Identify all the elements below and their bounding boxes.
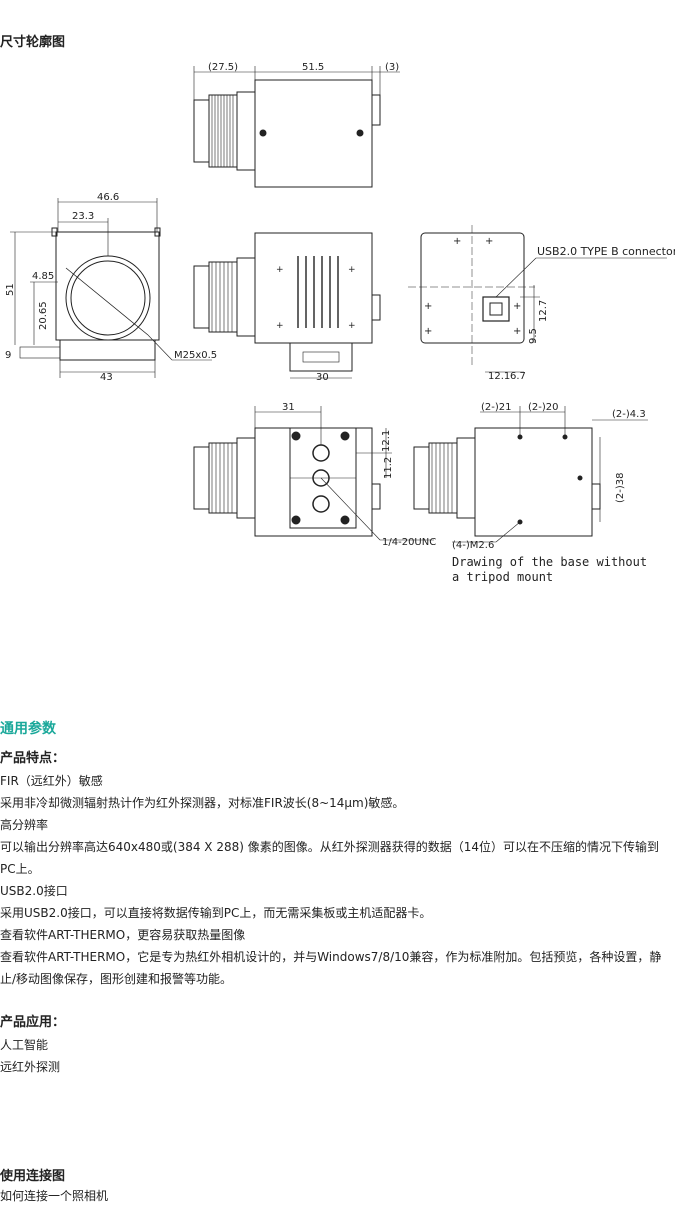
svg-text:+: + — [513, 301, 521, 312]
feature-line: 查看软件ART-THERMO，它是专为热红外相机设计的，并与Windows7/8… — [0, 950, 662, 986]
dim-text: (2-)21 — [481, 402, 512, 413]
usb-connector-label: USB2.0 TYPE B connector — [537, 245, 675, 258]
dim-text: 23.3 — [72, 211, 94, 222]
connection-title: 使用连接图 — [0, 1169, 66, 1184]
dim-text: 9.5 — [528, 328, 539, 344]
svg-text:+: + — [424, 301, 432, 312]
feature-line: 查看软件ART-THERMO，更容易获取热量图像 — [0, 928, 246, 942]
dim-text: 11.2 — [383, 457, 394, 479]
dim-text: 12.7 — [538, 300, 549, 322]
feature-line: FIR（远红外）敏感 — [0, 774, 103, 788]
dim-text: 51.5 — [302, 62, 324, 73]
features-block: 产品特点： FIR（远红外）敏感 采用非冷却微测辐射热计作为红外探测器，对标准F… — [0, 748, 675, 990]
applications-title: 产品应用： — [0, 1015, 66, 1030]
base-note-line-1: Drawing of the base without — [452, 555, 647, 569]
dim-text: 30 — [316, 372, 329, 383]
dim-text: 20.65 — [38, 301, 49, 330]
svg-text:+: + — [513, 326, 521, 337]
bottom-view: 1/4-20UNC 31 12.1 11.2 — [193, 402, 436, 548]
base-view: (2-)21 (2-)20 (2-)4.3 (2-)38 (4-)M2.6 Dr… — [413, 402, 648, 584]
dim-text: 46.6 — [97, 192, 119, 203]
dim-text: 51 — [5, 283, 16, 296]
feature-line: 高分辨率 — [0, 818, 49, 832]
side-view: + + + + 30 — [193, 232, 381, 383]
dim-text: (2-)38 — [615, 473, 626, 504]
svg-text:+: + — [453, 236, 461, 247]
svg-text:+: + — [485, 236, 493, 247]
dim-text: 6.7 — [510, 371, 526, 382]
dim-text: (3) — [385, 62, 399, 73]
dimension-drawing: (27.5) 51.5 (3) 46.6 23.3 51 4.85 20.65 … — [0, 55, 675, 595]
general-params-title: 通用参数 — [0, 721, 56, 737]
dim-text: 9 — [5, 350, 11, 361]
dim-text: (2-)20 — [528, 402, 559, 413]
applications-block: 产品应用： 人工智能 远红外探测 — [0, 1012, 675, 1078]
svg-text:+: + — [276, 321, 284, 331]
dim-text: 4.85 — [32, 271, 54, 282]
svg-text:+: + — [348, 321, 356, 331]
features-title: 产品特点： — [0, 751, 66, 766]
back-view: + + + + + + USB2.0 TYPE B connector 12.7… — [408, 225, 675, 382]
application-line: 远红外探测 — [0, 1060, 61, 1074]
dim-text: M25x0.5 — [174, 350, 217, 361]
application-line: 人工智能 — [0, 1038, 49, 1052]
dim-text: 31 — [282, 402, 295, 413]
base-note-line-2: a tripod mount — [452, 570, 553, 584]
top-view: (27.5) 51.5 (3) — [193, 62, 400, 188]
dimension-title: 尺寸轮廓图 — [0, 35, 66, 50]
feature-line: USB2.0接口 — [0, 884, 68, 898]
dim-text: 12.1 — [381, 430, 392, 452]
dim-text: (27.5) — [208, 62, 238, 73]
dim-text: (4-)M2.6 — [452, 540, 494, 551]
dim-text: 43 — [100, 372, 113, 383]
feature-line: 采用非冷却微测辐射热计作为红外探测器，对标准FIR波长(8~14μm)敏感。 — [0, 796, 405, 810]
dim-text: 1/4-20UNC — [382, 537, 436, 548]
dim-text: 12.1 — [488, 371, 510, 382]
svg-text:+: + — [424, 326, 432, 337]
svg-text:+: + — [348, 265, 356, 275]
front-view: 46.6 23.3 51 4.85 20.65 9 43 M25x0.5 — [5, 192, 217, 383]
feature-line: 采用USB2.0接口，可以直接将数据传输到PC上，而无需采集板或主机适配器卡。 — [0, 906, 432, 920]
svg-text:+: + — [276, 265, 284, 275]
connection-text: 如何连接一个照相机 — [0, 1189, 109, 1203]
feature-line: 可以输出分辨率高达640x480或(384 X 288) 像素的图像。从红外探测… — [0, 840, 660, 876]
dim-text: (2-)4.3 — [612, 409, 646, 420]
